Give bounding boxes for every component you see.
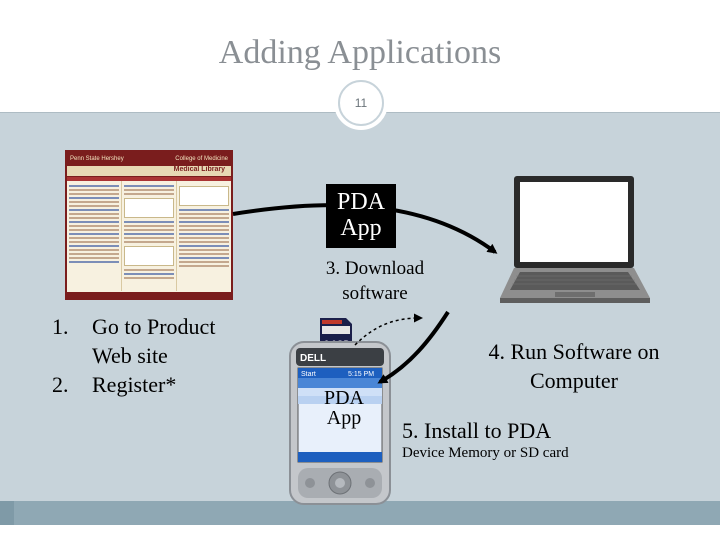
step-1-line1: Go to Product (92, 314, 216, 339)
run-software-label: 4. Run Software on Computer (458, 337, 690, 395)
pda-overlay-line1: PDA (323, 387, 364, 409)
website-column-middle (122, 181, 177, 291)
step-1: 1. Go to Product Web site (52, 312, 215, 370)
pda-clock: 5:15 PM (348, 371, 374, 378)
pda-app-box: PDA App (326, 184, 396, 248)
steps-list: 1. Go to Product Web site 2. Register* (52, 312, 215, 399)
run-line1: 4. Run Software on (488, 339, 660, 364)
arrow-sd-dotted (354, 313, 423, 346)
website-banner: Medical Library (67, 166, 231, 177)
pda-device-icon: DELL Start 5:15 PM (289, 341, 391, 505)
step-2-number: 2. (52, 372, 69, 397)
run-line2: Computer (530, 368, 618, 393)
step-1-number: 1. (52, 314, 69, 339)
pda-overlay-line2: App (326, 407, 362, 429)
download-line2: software (342, 283, 408, 304)
download-label: 3. Download software (300, 256, 450, 306)
website-header: Penn State Hershey College of Medicine (67, 152, 231, 166)
slide-title: Adding Applications (218, 34, 502, 71)
device-memory-label: Device Memory or SD card (402, 445, 569, 461)
website-column-right (177, 181, 231, 291)
website-nav (67, 177, 231, 181)
arrow-laptop-to-pda (377, 310, 450, 384)
website-columns (67, 181, 231, 291)
step-1-text: Go to Product Web site (92, 312, 215, 370)
step-1-line2: Web site (92, 343, 168, 368)
pda-app-line1: PDA (336, 189, 385, 215)
website-header-right: College of Medicine (175, 156, 228, 162)
footer-accent (0, 501, 14, 525)
pda-brand: DELL (300, 353, 326, 364)
step-2: 2. Register* (52, 370, 215, 399)
pda-app-overlay: PDA App (314, 388, 374, 428)
install-label: 5. Install to PDA (402, 418, 552, 443)
laptop-icon (500, 176, 650, 303)
website-footer (67, 292, 231, 298)
product-website-screenshot: Penn State Hershey College of Medicine M… (65, 150, 233, 300)
step-2-text: Register* (92, 372, 177, 397)
download-line1: 3. Download (325, 258, 425, 279)
slide-number-badge: 11 (338, 80, 384, 126)
website-header-left: Penn State Hershey (70, 156, 124, 162)
pda-app-line2: App (340, 215, 382, 241)
website-column-left (67, 181, 122, 291)
pda-status: Start (301, 371, 316, 378)
